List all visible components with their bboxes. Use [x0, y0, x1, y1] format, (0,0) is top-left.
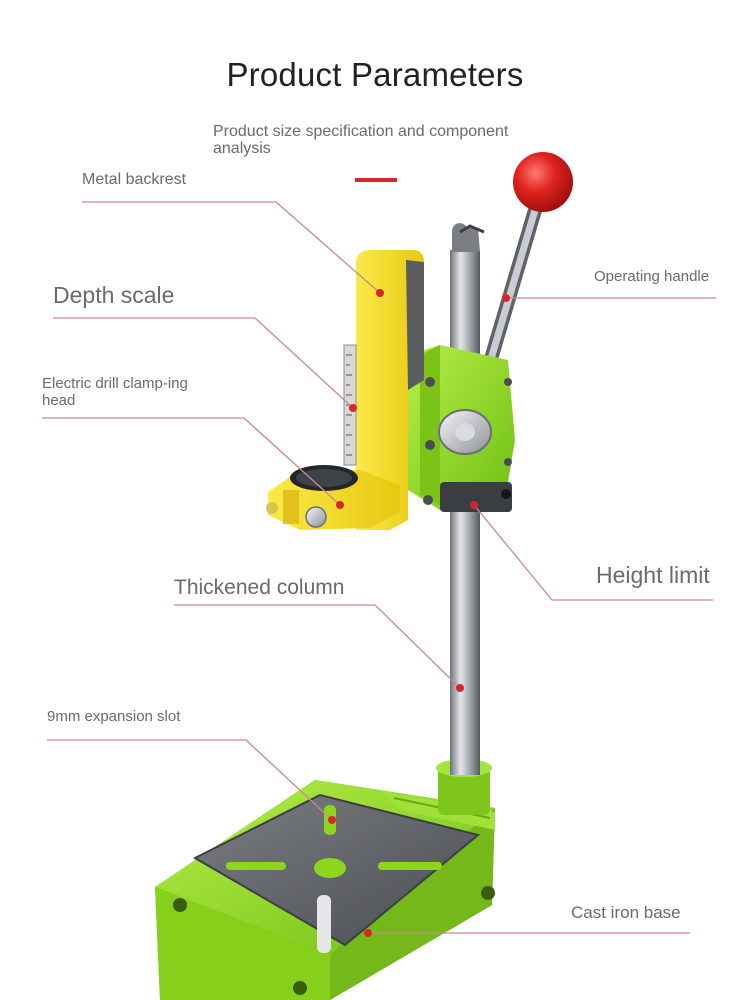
- cast-iron-base: [155, 780, 495, 1000]
- expansion-slot-left: [226, 862, 286, 870]
- thickened-column: [436, 223, 492, 815]
- page-title: Product Parameters: [226, 56, 524, 93]
- leader-metal-backrest: [82, 201, 381, 294]
- accent-divider: [355, 178, 397, 182]
- label-expansion-slot: 9mm expansion slot: [47, 708, 181, 725]
- leader-lines: [42, 201, 716, 934]
- label-operating-handle: Operating handle: [594, 268, 710, 285]
- label-cast-iron-base: Cast iron base: [571, 903, 681, 922]
- expansion-slot-right: [378, 862, 442, 870]
- label-height-limit: Height limit: [596, 562, 710, 588]
- height-limit-collar: [440, 482, 512, 512]
- center-hole: [314, 858, 346, 878]
- leader-depth-scale: [53, 317, 354, 409]
- green-carriage: [408, 345, 515, 512]
- label-thickened-column: Thickened column: [174, 576, 345, 599]
- leader-height-limit: [473, 504, 713, 601]
- leader-endpoints: [328, 289, 510, 937]
- label-metal-backrest: Metal backrest: [82, 171, 187, 188]
- expansion-slot-bottom: [317, 895, 331, 953]
- leader-clamping-head: [42, 417, 341, 506]
- label-depth-scale: Depth scale: [53, 282, 175, 308]
- handle-knob: [513, 152, 573, 212]
- leader-expansion-slot: [47, 739, 333, 821]
- page-subtitle: Product size specification and component…: [213, 123, 509, 157]
- metal-backrest: [343, 250, 424, 530]
- label-drill-clamping-head: Electric drill clamp-ing head: [42, 375, 188, 409]
- leader-column: [174, 604, 461, 689]
